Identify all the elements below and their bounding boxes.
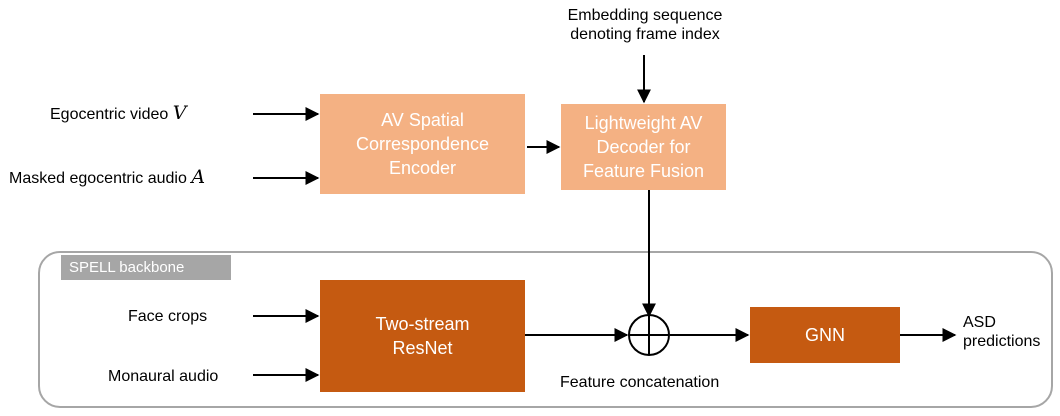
ego-video-label: Egocentric video V — [50, 104, 186, 124]
resnet-line2: ResNet — [392, 338, 453, 358]
output-line1: ASD — [963, 314, 996, 331]
masked-audio-text: Masked egocentric audio — [9, 170, 187, 187]
decoder-line2: Decoder for — [596, 137, 691, 157]
gnn-box: GNN — [750, 307, 900, 363]
masked-audio-label: Masked egocentric audio A — [9, 168, 205, 188]
output-label: ASD predictions — [963, 313, 1040, 351]
encoder-line1: AV Spatial — [381, 110, 464, 130]
resnet-line1: Two-stream — [375, 314, 470, 334]
embedding-label-line1: Embedding sequence — [567, 7, 723, 24]
av-spatial-encoder-box: AV Spatial Correspondence Encoder — [320, 94, 525, 194]
spell-backbone-container — [38, 251, 1053, 408]
encoder-line2: Correspondence — [355, 134, 490, 154]
output-line2: predictions — [963, 333, 1041, 350]
monaural-audio-label: Monaural audio — [108, 368, 219, 385]
concat-label: Feature concatenation — [560, 374, 720, 391]
embedding-label-line2: denoting frame index — [570, 26, 720, 43]
embedding-label: Embedding sequence denoting frame index — [520, 6, 770, 44]
av-decoder-box: Lightweight AV Decoder for Feature Fusio… — [561, 104, 726, 190]
backbone-label: SPELL backbone — [61, 255, 231, 280]
gnn-label: GNN — [805, 325, 845, 345]
face-crops-label: Face crops — [128, 308, 208, 325]
two-stream-resnet-box: Two-stream ResNet — [320, 280, 525, 392]
masked-audio-var: A — [191, 166, 206, 188]
encoder-line3: Encoder — [388, 158, 457, 178]
decoder-line1: Lightweight AV — [584, 113, 703, 133]
decoder-line3: Feature Fusion — [582, 161, 705, 181]
ego-video-text: Egocentric video — [50, 106, 169, 123]
ego-video-var: V — [172, 102, 187, 124]
